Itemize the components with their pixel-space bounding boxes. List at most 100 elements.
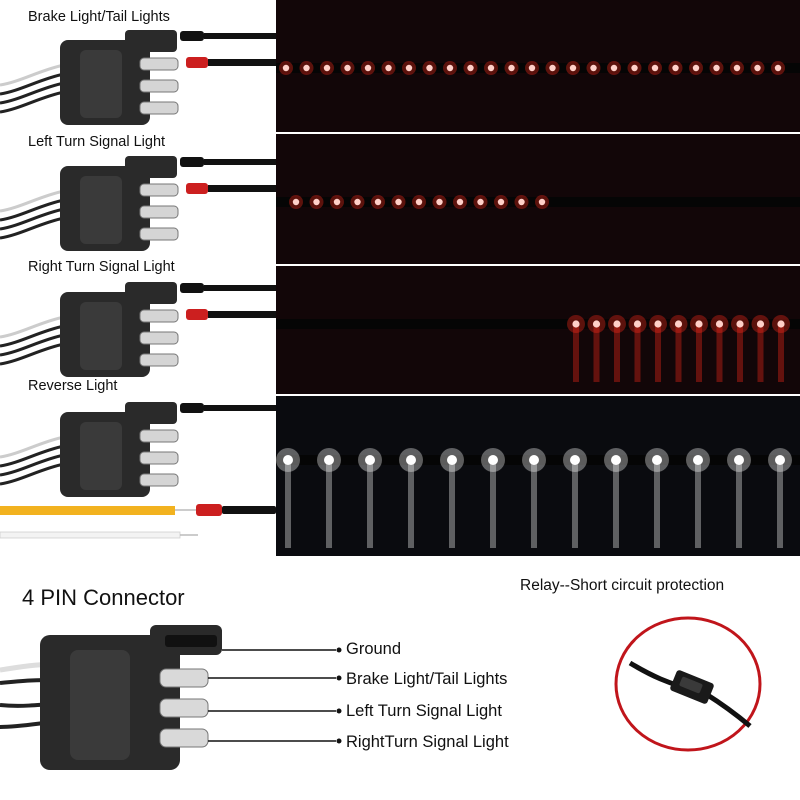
pin-label-brake: Brake Light/Tail Lights bbox=[346, 670, 508, 688]
led-dot bbox=[395, 198, 402, 206]
led-dot bbox=[406, 455, 416, 465]
white-wire bbox=[0, 531, 181, 539]
led-dot bbox=[654, 320, 662, 328]
pin-left-turn bbox=[159, 698, 209, 718]
led-dot bbox=[713, 64, 720, 72]
led-light-ray bbox=[695, 460, 701, 548]
led-dot bbox=[283, 455, 293, 465]
led-light-ray bbox=[490, 460, 496, 548]
pin-brake bbox=[159, 668, 209, 688]
led-light-ray bbox=[326, 460, 332, 548]
led-dot bbox=[487, 64, 495, 72]
row-label-reverse: Reverse Light bbox=[28, 378, 118, 394]
red-probe bbox=[186, 183, 208, 194]
led-dot bbox=[774, 64, 782, 72]
led-light-ray bbox=[737, 324, 743, 382]
led-dot bbox=[529, 455, 539, 465]
led-dot bbox=[611, 455, 621, 465]
led-strip-reverse bbox=[276, 396, 800, 556]
led-dot bbox=[497, 198, 505, 206]
led-dot bbox=[365, 455, 375, 465]
led-light-ray bbox=[777, 460, 783, 548]
led-light-ray bbox=[614, 324, 620, 382]
pin-label-left-turn: Left Turn Signal Light bbox=[346, 702, 502, 720]
row-label-brake: Brake Light/Tail Lights bbox=[28, 9, 170, 25]
connector-illustrations bbox=[0, 30, 276, 539]
led-dot bbox=[528, 64, 536, 72]
led-light-ray bbox=[573, 324, 579, 382]
row-label-left-turn: Left Turn Signal Light bbox=[28, 134, 166, 150]
led-dot bbox=[570, 455, 580, 465]
led-strip-right-turn bbox=[276, 266, 800, 394]
led-dot bbox=[324, 455, 334, 465]
led-light-ray bbox=[449, 460, 455, 548]
led-dot bbox=[572, 320, 580, 328]
led-dot bbox=[446, 64, 454, 72]
led-light-ray bbox=[572, 460, 578, 548]
led-light-ray bbox=[613, 460, 619, 548]
led-dot bbox=[405, 64, 413, 72]
led-strip-brake-svg bbox=[276, 61, 800, 75]
led-dot bbox=[456, 198, 464, 206]
led-dot bbox=[633, 320, 642, 328]
led-dot bbox=[477, 198, 484, 206]
relay-title: Relay--Short circuit protection bbox=[520, 577, 725, 594]
led-light-ray bbox=[367, 460, 373, 548]
yellow-wire bbox=[0, 506, 175, 515]
led-dot bbox=[313, 198, 320, 206]
led-dot bbox=[549, 64, 556, 72]
pin-right-turn bbox=[159, 728, 209, 748]
led-light-ray bbox=[757, 324, 764, 382]
led-dot bbox=[695, 320, 703, 328]
red-probe bbox=[186, 309, 208, 320]
led-dot bbox=[508, 64, 515, 72]
pin-label-ground: Ground bbox=[346, 640, 402, 658]
led-dot bbox=[385, 64, 392, 72]
led-dot bbox=[303, 64, 310, 72]
led-dot bbox=[756, 320, 765, 328]
led-light-ray bbox=[593, 324, 600, 382]
led-light-ray bbox=[655, 324, 661, 382]
relay-illustration bbox=[614, 616, 762, 752]
led-dot bbox=[592, 320, 601, 328]
row-label-right-turn: Right Turn Signal Light bbox=[28, 259, 175, 275]
led-dot bbox=[436, 198, 443, 206]
led-dot bbox=[672, 64, 679, 72]
led-dot bbox=[610, 64, 618, 72]
led-strip-brake bbox=[276, 0, 800, 132]
led-dot bbox=[733, 64, 741, 72]
led-dot bbox=[674, 320, 683, 328]
led-dot bbox=[344, 64, 351, 72]
led-dot bbox=[364, 64, 372, 72]
led-dot bbox=[467, 64, 474, 72]
red-probe-reverse bbox=[196, 504, 222, 516]
led-dot bbox=[775, 455, 785, 465]
led-dot bbox=[354, 198, 361, 206]
led-dot bbox=[651, 64, 659, 72]
led-dot bbox=[323, 64, 331, 72]
led-dot bbox=[538, 198, 546, 206]
led-light-ray bbox=[285, 460, 291, 548]
red-probe bbox=[186, 57, 208, 68]
led-dot bbox=[292, 198, 300, 206]
led-dot bbox=[569, 64, 577, 72]
led-light-ray bbox=[531, 460, 537, 548]
led-dot bbox=[518, 198, 525, 206]
led-dot bbox=[590, 64, 597, 72]
led-dot bbox=[426, 64, 433, 72]
led-light-ray bbox=[736, 460, 742, 548]
led-dot bbox=[736, 320, 744, 328]
led-dot bbox=[652, 455, 662, 465]
four-pin-connector-diagram bbox=[0, 625, 342, 770]
led-light-ray bbox=[654, 460, 660, 548]
led-dot bbox=[488, 455, 498, 465]
led-light-ray bbox=[675, 324, 682, 382]
led-light-ray bbox=[634, 324, 641, 382]
led-light-ray bbox=[696, 324, 702, 382]
led-strip-left-turn bbox=[276, 134, 800, 264]
led-dot bbox=[777, 320, 785, 328]
led-dot bbox=[734, 455, 744, 465]
led-dot bbox=[613, 320, 621, 328]
led-dot bbox=[447, 455, 457, 465]
led-dot bbox=[282, 64, 290, 72]
